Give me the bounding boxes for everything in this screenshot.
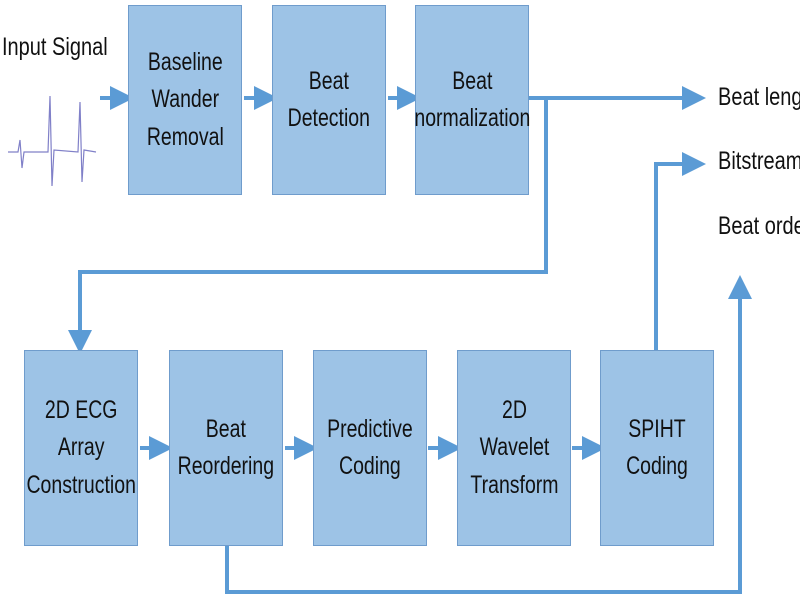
ecg-array-construction-text: 2D ECG Array Construction <box>26 395 136 499</box>
ecg-signal-icon <box>8 95 97 187</box>
beat-reordering-text: Beat Reordering <box>177 414 275 481</box>
baseline-wander-removal-block: Baseline Wander Removal <box>128 5 242 195</box>
wavelet-transform-text: 2D Wavelet Transform <box>469 395 559 499</box>
output-bitstream-label: Bitstream <box>718 147 800 175</box>
spiht-coding-block: SPIHT Coding <box>600 350 714 546</box>
input-signal-label: Input Signal <box>2 33 108 61</box>
baseline-wander-removal-text: Baseline Wander Removal <box>146 47 224 151</box>
output-beat-order-label: Beat order <box>718 212 800 240</box>
beat-reordering-block: Beat Reordering <box>169 350 283 546</box>
arrow-reordering-to-beat-order <box>225 275 752 594</box>
wavelet-transform-block: 2D Wavelet Transform <box>457 350 571 546</box>
arrow-normalization-to-ecg-array <box>68 98 548 354</box>
predictive-coding-block: Predictive Coding <box>313 350 427 546</box>
predictive-coding-text: Predictive Coding <box>327 414 413 481</box>
beat-detection-text: Beat Detection <box>287 66 371 133</box>
beat-detection-block: Beat Detection <box>272 5 386 195</box>
ecg-array-construction-block: 2D ECG Array Construction <box>24 350 138 546</box>
beat-normalization-block: Beat normalization <box>414 5 530 195</box>
arrow-spiht-to-bitstream <box>654 152 706 350</box>
beat-normalization-text: Beat normalization <box>414 66 530 133</box>
spiht-coding-text: SPIHT Coding <box>626 414 688 481</box>
output-beat-length-label: Beat length <box>718 83 800 111</box>
